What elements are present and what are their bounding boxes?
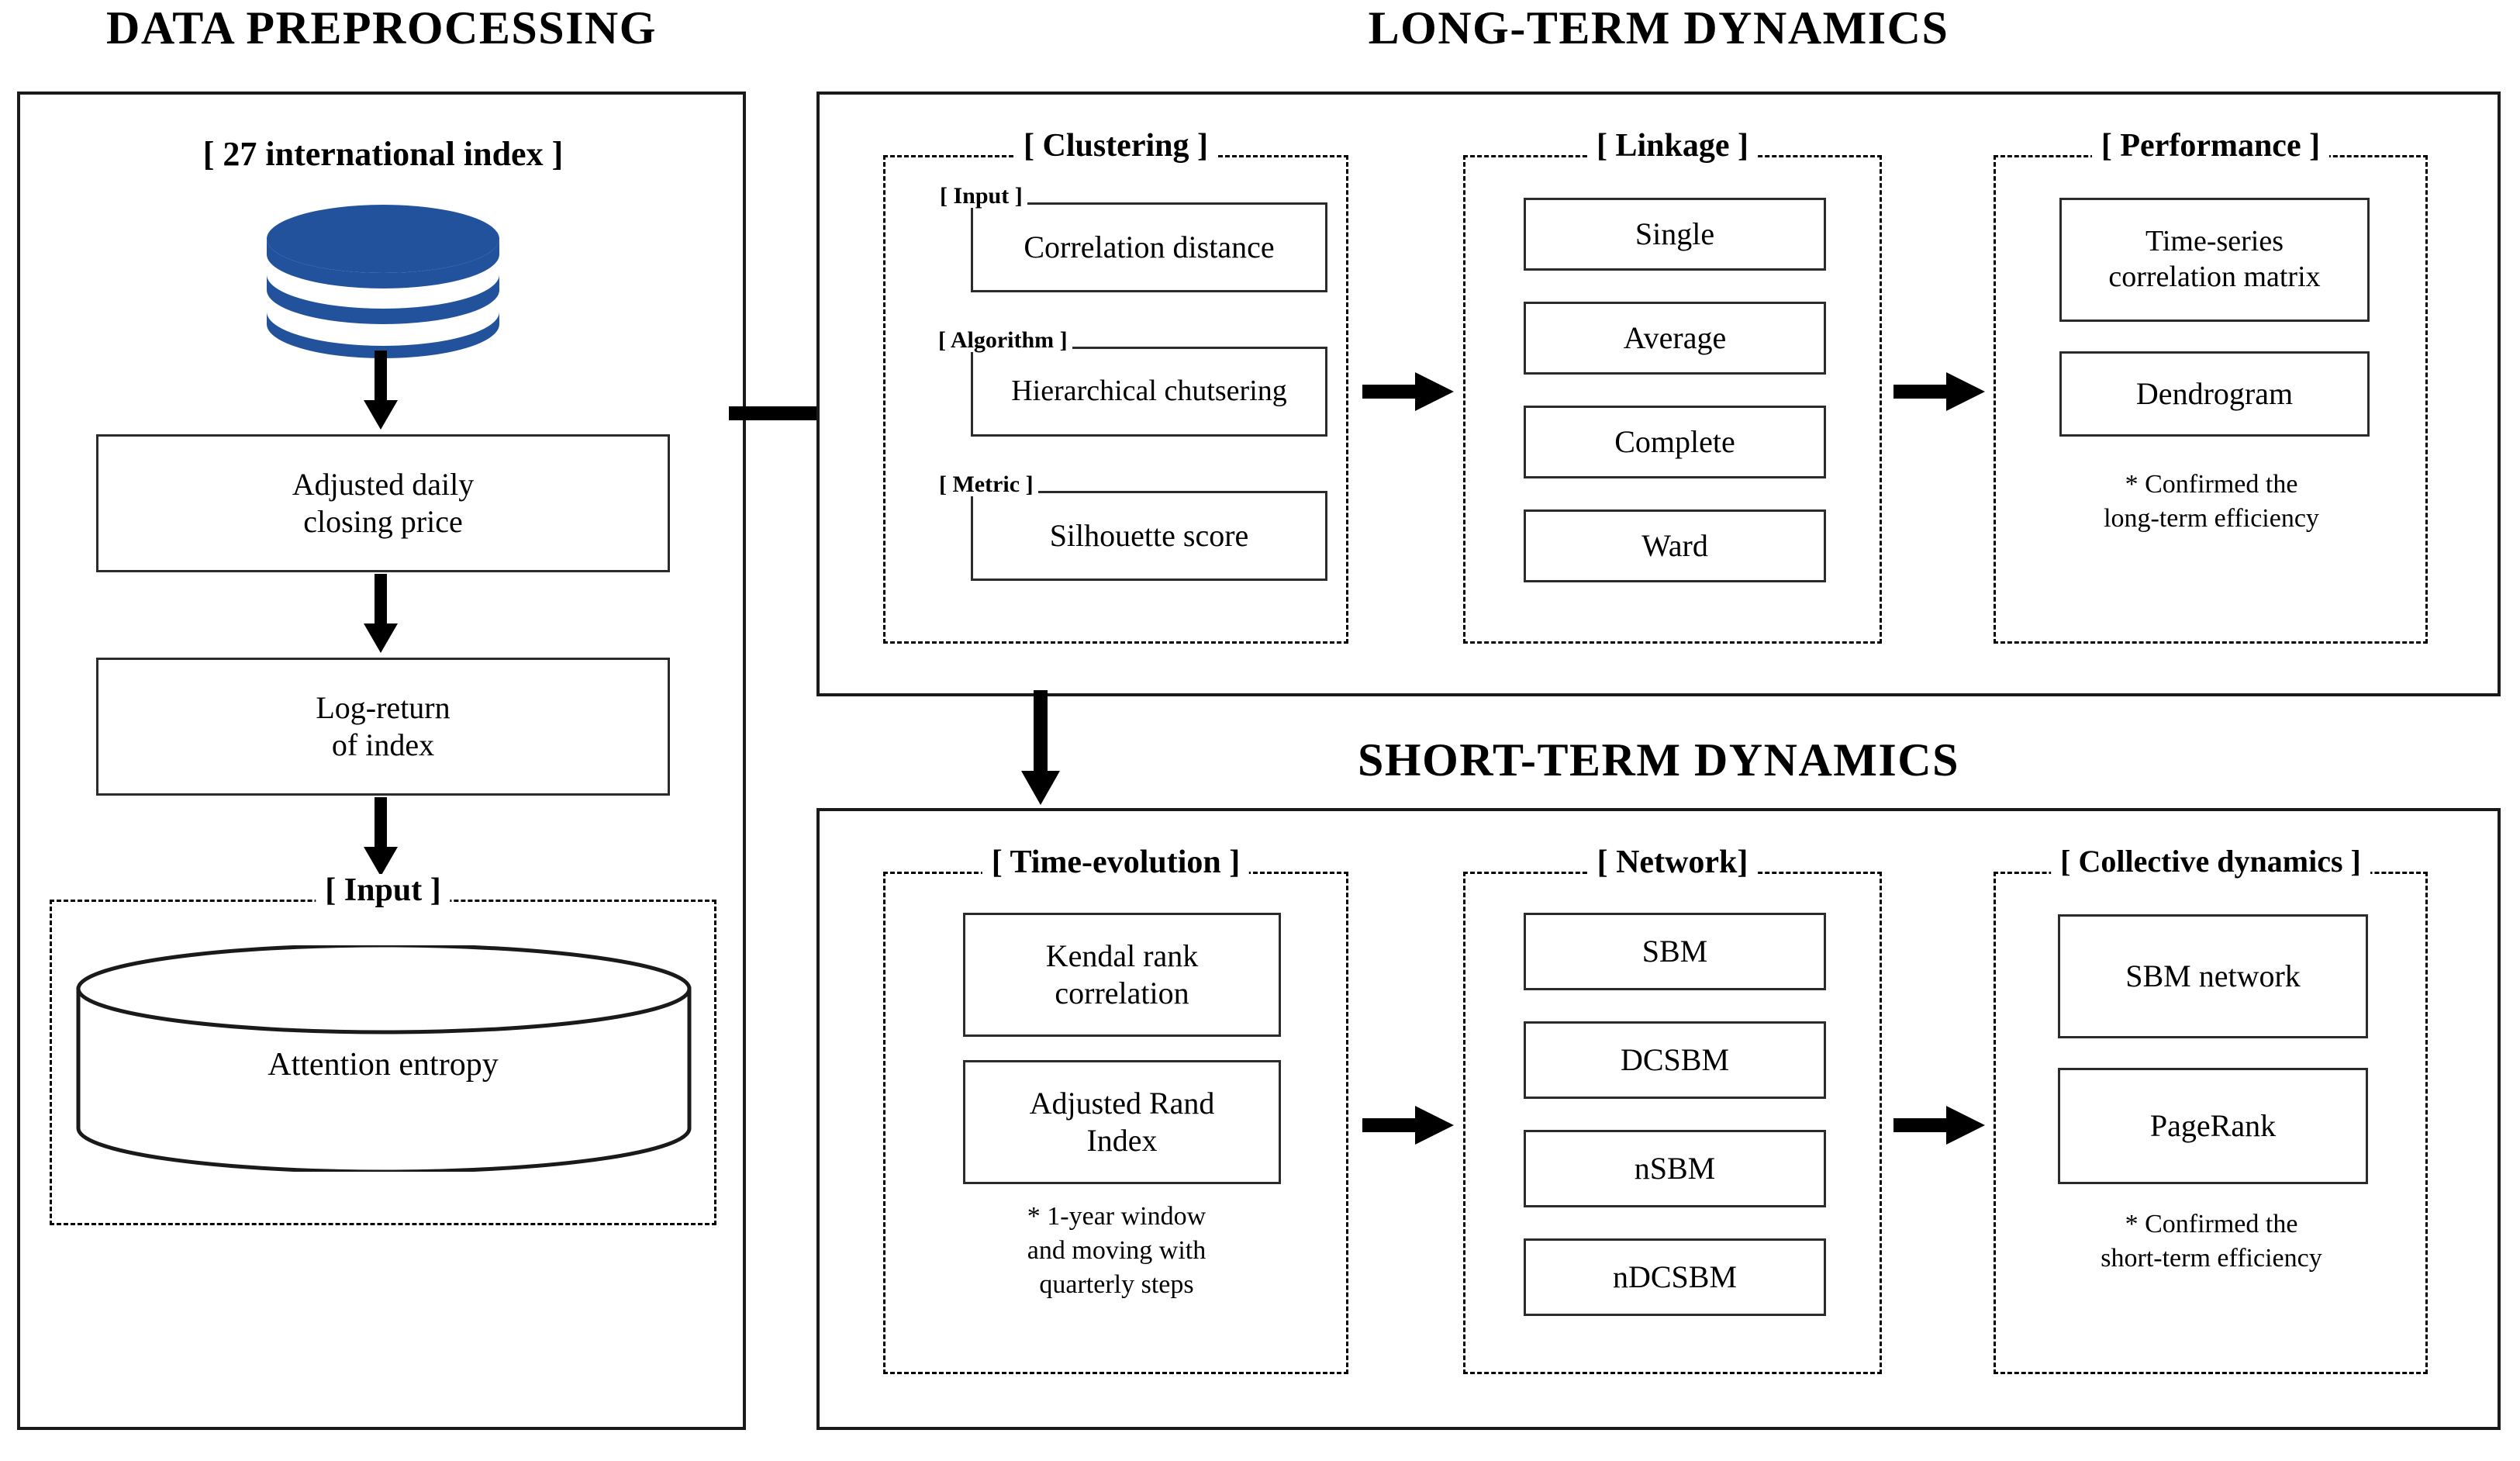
- box-linkage-complete: Complete: [1524, 406, 1826, 478]
- arrow-right-linkage-to-performance: [1893, 364, 1987, 423]
- box-adjusted-rand-index: Adjusted Rand Index: [963, 1060, 1281, 1184]
- heading-long-term-dynamics: LONG-TERM DYNAMICS: [1368, 2, 1949, 54]
- box-linkage-ward: Ward: [1524, 509, 1826, 582]
- arrow-down-db-to-price: [357, 351, 404, 436]
- group-collective-dynamics: [ Collective dynamics ] SBM network Page…: [1994, 846, 2428, 1374]
- group-title-collective-dynamics: [ Collective dynamics ]: [2051, 846, 2370, 877]
- field-label-input: [ Input ]: [935, 185, 1027, 208]
- note-short-term-efficiency: * Confirmed the short-term efficiency: [2101, 1210, 2322, 1273]
- field-value-metric: Silhouette score: [971, 491, 1327, 581]
- group-preprocessing-input: [ Input ] Attention entropy: [50, 874, 716, 1225]
- arrow-right-network-to-collective: [1893, 1098, 1987, 1156]
- panel-short-term-dynamics: [ Time-evolution ] Kendal rank correlati…: [816, 808, 2501, 1430]
- heading-short-term-dynamics: SHORT-TERM DYNAMICS: [1358, 734, 1959, 786]
- field-clustering-metric: [ Metric ] Silhouette score: [934, 473, 1327, 581]
- cylinder-label-attention-entropy: Attention entropy: [268, 1047, 499, 1083]
- box-pagerank: PageRank: [2058, 1068, 2368, 1184]
- panel-long-term-dynamics: [ Clustering ] [ Input ] Correlation dis…: [816, 92, 2501, 696]
- box-network-dcsbm: DCSBM: [1524, 1021, 1826, 1099]
- field-clustering-algorithm: [ Algorithm ] Hierarchical chutsering: [934, 329, 1327, 437]
- box-kendal-rank-correlation: Kendal rank correlation: [963, 913, 1281, 1037]
- group-clustering: [ Clustering ] [ Input ] Correlation dis…: [883, 130, 1348, 644]
- field-clustering-input: [ Input ] Correlation distance: [935, 185, 1327, 292]
- box-network-sbm: SBM: [1524, 913, 1826, 990]
- arrow-down-logreturn-to-input: [357, 797, 404, 882]
- note-time-window: * 1-year window and moving with quarterl…: [1027, 1202, 1206, 1300]
- group-performance: [ Performance ] Time-series correlation …: [1994, 130, 2428, 644]
- box-linkage-single: Single: [1524, 198, 1826, 271]
- group-title-linkage: [ Linkage ]: [1586, 130, 1759, 162]
- cylinder-icon: [69, 943, 699, 1176]
- box-log-return-of-index: Log-return of index: [96, 658, 670, 796]
- arrow-down-price-to-logreturn: [357, 574, 404, 659]
- box-dendrogram: Dendrogram: [2059, 351, 2370, 437]
- field-label-algorithm: [ Algorithm ]: [934, 329, 1072, 352]
- arrow-right-clustering-to-linkage: [1362, 364, 1455, 423]
- group-title-performance: [ Performance ]: [2091, 130, 2330, 162]
- panel-data-preprocessing: [ 27 international index ] Adjusted dail…: [17, 92, 746, 1430]
- group-title-clustering: [ Clustering ]: [1014, 130, 1217, 162]
- group-time-evolution: [ Time-evolution ] Kendal rank correlati…: [883, 846, 1348, 1374]
- box-network-nsbm: nSBM: [1524, 1130, 1826, 1207]
- preprocessing-source-title: [ 27 international index ]: [202, 135, 564, 173]
- group-network: [ Network] SBM DCSBM nSBM nDCSBM: [1463, 846, 1882, 1374]
- arrow-right-timeevolution-to-network: [1362, 1098, 1455, 1156]
- field-value-algorithm: Hierarchical chutsering: [971, 347, 1327, 437]
- database-cylinder-icon: [251, 203, 515, 362]
- box-adjusted-daily-closing-price: Adjusted daily closing price: [96, 434, 670, 572]
- group-linkage: [ Linkage ] Single Average Complete Ward: [1463, 130, 1882, 644]
- arrow-down-longterm-to-shortterm: [1016, 690, 1065, 810]
- box-time-series-correlation-matrix: Time-series correlation matrix: [2059, 198, 2370, 322]
- box-linkage-average: Average: [1524, 302, 1826, 375]
- box-sbm-network: SBM network: [2058, 914, 2368, 1038]
- group-title-time-evolution: [ Time-evolution ]: [982, 846, 1250, 879]
- heading-data-preprocessing: DATA PREPROCESSING: [106, 2, 657, 54]
- note-long-term-efficiency: * Confirmed the long-term efficiency: [2104, 470, 2319, 534]
- box-network-ndcsbm: nDCSBM: [1524, 1238, 1826, 1316]
- field-label-metric: [ Metric ]: [934, 473, 1038, 496]
- group-title-input: [ Input ]: [316, 874, 450, 907]
- field-value-input: Correlation distance: [971, 202, 1327, 292]
- group-title-network: [ Network]: [1587, 846, 1758, 879]
